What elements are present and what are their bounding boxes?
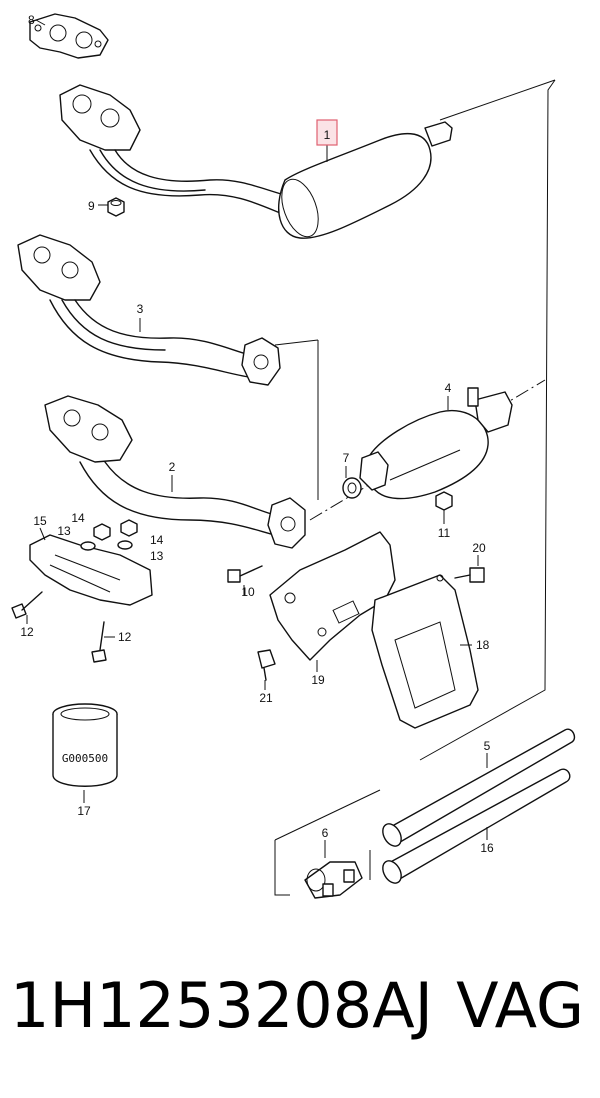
callout-18: 18 [476,638,490,652]
callout-1: 1 [324,128,331,142]
brand-name: VAG [456,969,584,1042]
nut-part-14[interactable] [93,519,138,541]
tail-pipe-part-5[interactable] [379,728,576,849]
bolt-part-20[interactable] [454,567,485,583]
callout-14b: 14 [150,533,164,547]
washer-part-13[interactable] [80,540,133,551]
callout-4: 4 [445,381,452,395]
callout-14a: 14 [71,511,85,525]
callout-7: 7 [343,451,350,465]
gasket-part-8[interactable] [29,13,109,59]
heat-shield-part-15[interactable] [29,534,153,606]
callout-2: 2 [169,460,176,474]
callout-11: 11 [438,526,451,540]
product-footer: 1H1253208AJ VAG [0,965,600,1075]
callout-3: 3 [137,302,144,316]
callout-17: 17 [77,804,91,818]
nut-part-11[interactable] [435,491,453,511]
callout-15: 15 [33,514,47,528]
part-number: 1H1253208AJ [10,969,433,1042]
paste-can-part-17[interactable]: G000500 [52,703,118,787]
callout-19: 19 [311,673,325,687]
bolt-part-10[interactable] [227,565,263,583]
clamp-part-6[interactable] [304,861,363,899]
callout-12b: 12 [118,630,132,644]
callout-20: 20 [472,541,486,555]
callout-10: 10 [241,585,255,599]
callout-13a: 13 [57,524,71,538]
callout-1-highlight [316,119,338,146]
nut-part-9[interactable] [107,197,125,217]
callout-16: 16 [480,841,494,855]
callout-9: 9 [88,199,95,213]
callout-numbers: 1 8 9 3 2 4 7 11 10 20 18 19 21 15 14 13… [20,13,494,855]
front-pipe-part-2[interactable] [44,395,306,549]
callout-12a: 12 [20,625,34,639]
can-label: G000500 [62,752,108,765]
callout-5: 5 [484,739,491,753]
tail-pipe-part-16[interactable] [379,768,571,886]
callout-6: 6 [322,826,329,840]
bolt-part-21[interactable] [257,649,276,681]
callout-leaders [26,19,488,858]
callout-8: 8 [28,13,35,27]
callout-21: 21 [259,691,273,705]
seal-ring-part-7[interactable] [342,477,362,499]
bracket-part-18[interactable] [371,574,479,729]
catalytic-converter-part-4[interactable] [359,387,513,500]
bolt-part-12[interactable] [11,591,107,663]
exhaust-parts-diagram: G000500 [11,13,576,899]
silencer-part-1[interactable] [59,84,453,242]
front-pipe-part-3[interactable] [17,234,281,386]
callout-13b: 13 [150,549,164,563]
